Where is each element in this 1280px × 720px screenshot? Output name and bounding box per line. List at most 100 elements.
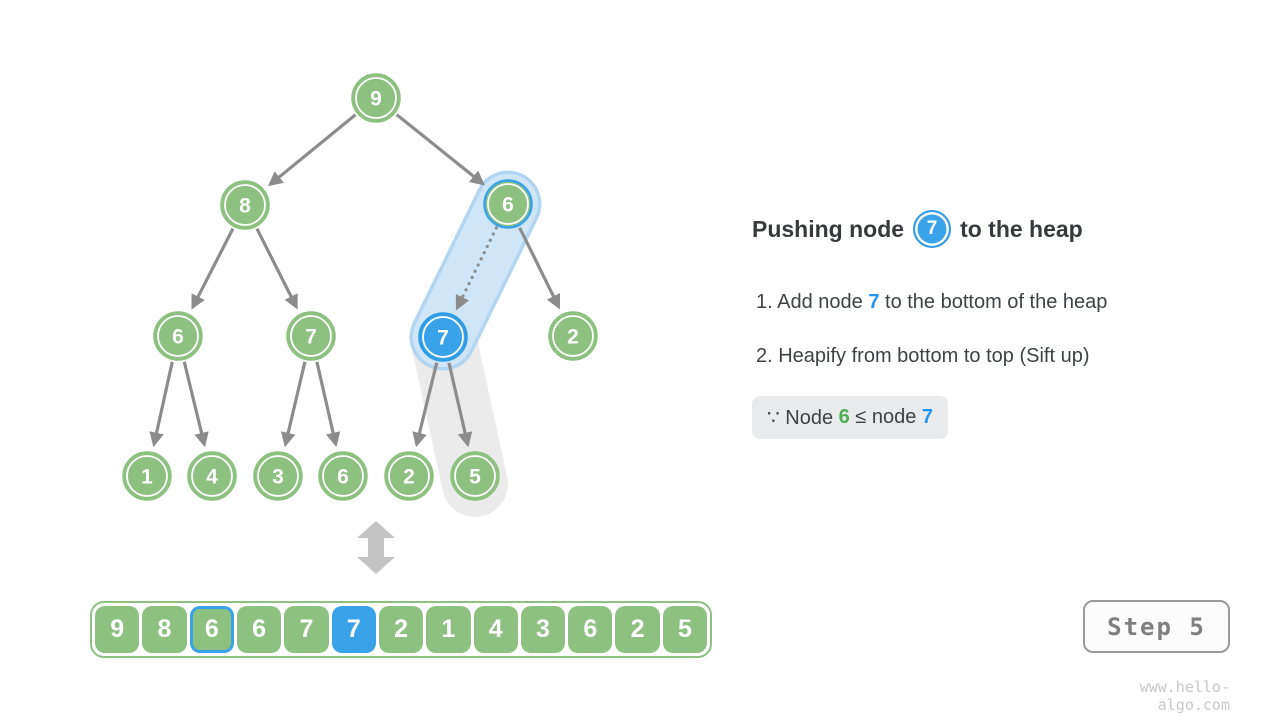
node-circle: [351, 73, 401, 123]
edge-n1-n4: [255, 227, 298, 310]
node-inner-ring: [157, 315, 199, 357]
node-circle: [153, 311, 203, 361]
edge-n2-n6: [518, 227, 561, 310]
tree-node-4: 4: [187, 451, 237, 501]
node-label: 2: [403, 466, 415, 489]
node-label: 9: [370, 88, 382, 111]
node-circle: [548, 311, 598, 361]
array-cell-6: 2: [378, 606, 424, 653]
tree-nodes: 9 8 6 6 7 7 2 1 4 3 6 2 5: [122, 73, 598, 501]
step-1-suffix: to the bottom of the heap: [879, 291, 1108, 313]
tree-node-8: 8: [220, 180, 270, 230]
tree-node-3: 3: [253, 451, 303, 501]
node-label: 6: [172, 326, 184, 349]
node-circle: [483, 179, 533, 229]
edge-n3-n7: [149, 361, 174, 448]
array-cell-4: 7: [284, 606, 329, 653]
array-cell-2: 6: [189, 606, 234, 653]
node-label: 7: [305, 326, 317, 349]
edge-n0-n2: [395, 113, 485, 186]
node-circle: [384, 451, 434, 501]
array-cell-7: 1: [426, 606, 471, 653]
array-cell-9: 3: [520, 606, 566, 653]
node-inner-ring: [290, 315, 332, 357]
step-list: 1. Add node 7 to the bottom of the heap …: [756, 291, 1107, 399]
node-inner-ring: [454, 455, 496, 497]
node-inner-ring: [126, 455, 168, 497]
edge-n0-n1: [267, 113, 357, 187]
note-blue-value: 7: [921, 406, 934, 428]
edge-n5-n11: [412, 362, 439, 448]
node-circle: [286, 311, 336, 361]
node-inner-ring: [388, 455, 430, 497]
node-circle: [318, 451, 368, 501]
node-circle: [450, 451, 500, 501]
node-label: 3: [272, 466, 284, 489]
node-label: 8: [239, 195, 251, 218]
node-circle: [418, 312, 468, 362]
node-inner-ring: [487, 183, 529, 225]
array-cell-0: 9: [95, 606, 140, 653]
array-cell-8: 4: [473, 606, 518, 653]
edge-n5-n12: [447, 362, 473, 448]
swap-arrow-icon: [357, 521, 395, 574]
tree-edges: [149, 113, 561, 448]
tree-node-6: 6: [483, 179, 533, 229]
title-suffix: to the heap: [960, 215, 1083, 242]
tree-node-9: 9: [351, 73, 401, 123]
array-cell-1: 8: [142, 606, 187, 653]
node-label: 4: [206, 466, 218, 489]
node-inner-ring: [552, 315, 594, 357]
node-label: 6: [337, 466, 349, 489]
tree-node-1: 1: [122, 451, 172, 501]
tree-node-6: 6: [318, 451, 368, 501]
node-label: 1: [141, 466, 153, 489]
step-1-prefix: 1. Add node: [756, 291, 869, 313]
tree-node-6: 6: [153, 311, 203, 361]
array-cell-3: 6: [236, 606, 282, 653]
edge-n1-n3: [191, 227, 235, 310]
node-inner-ring: [191, 455, 233, 497]
node-inner-ring: [257, 455, 299, 497]
step-1-highlight: 7: [868, 291, 880, 313]
node-inner-ring: [224, 184, 266, 226]
note-green-value: 6: [838, 406, 850, 428]
tree-node-5: 5: [450, 451, 500, 501]
title-node-badge: 7: [913, 210, 952, 248]
node-label: 2: [567, 326, 579, 349]
node-label: 6: [502, 194, 514, 217]
edge-n4-n10: [315, 361, 341, 448]
step-badge: Step 5: [1083, 600, 1230, 653]
watermark-text: www.hello-algo.com: [1139, 678, 1230, 714]
reason-note: ∵ Node 6 ≤ node 7: [752, 396, 949, 439]
panel-title: Pushing node 7 to the heap: [752, 210, 1083, 248]
node-circle: [220, 180, 270, 230]
note-middle: ≤ node: [849, 406, 922, 428]
tree-node-7: 7: [286, 311, 336, 361]
array-cell-11: 2: [615, 606, 660, 653]
tree-node-2: 2: [384, 451, 434, 501]
step-item-2: 2. Heapify from bottom to top (Sift up): [756, 345, 1107, 368]
array-cell-10: 6: [568, 606, 613, 653]
tree-node-2: 2: [548, 311, 598, 361]
edge-n3-n8: [182, 361, 209, 448]
node-inner-ring: [322, 455, 364, 497]
edge-n4-n9: [280, 361, 307, 448]
step-item-1: 1. Add node 7 to the bottom of the heap: [756, 291, 1107, 314]
node-circle: [253, 451, 303, 501]
node-inner-ring: [355, 77, 397, 119]
note-prefix: ∵ Node: [767, 407, 839, 429]
node-label: 7: [437, 327, 449, 350]
node-circle: [187, 451, 237, 501]
node-circle: [122, 451, 172, 501]
node-inner-ring: [422, 316, 464, 358]
step-2-prefix: 2. Heapify from bottom to top (Sift up): [756, 345, 1090, 367]
node-label: 5: [469, 466, 481, 489]
edge-n2-n5-sift: [455, 226, 498, 311]
title-prefix: Pushing node: [752, 215, 905, 242]
tree-node-7: 7: [418, 312, 468, 362]
array-cell-5: 7: [331, 606, 376, 653]
